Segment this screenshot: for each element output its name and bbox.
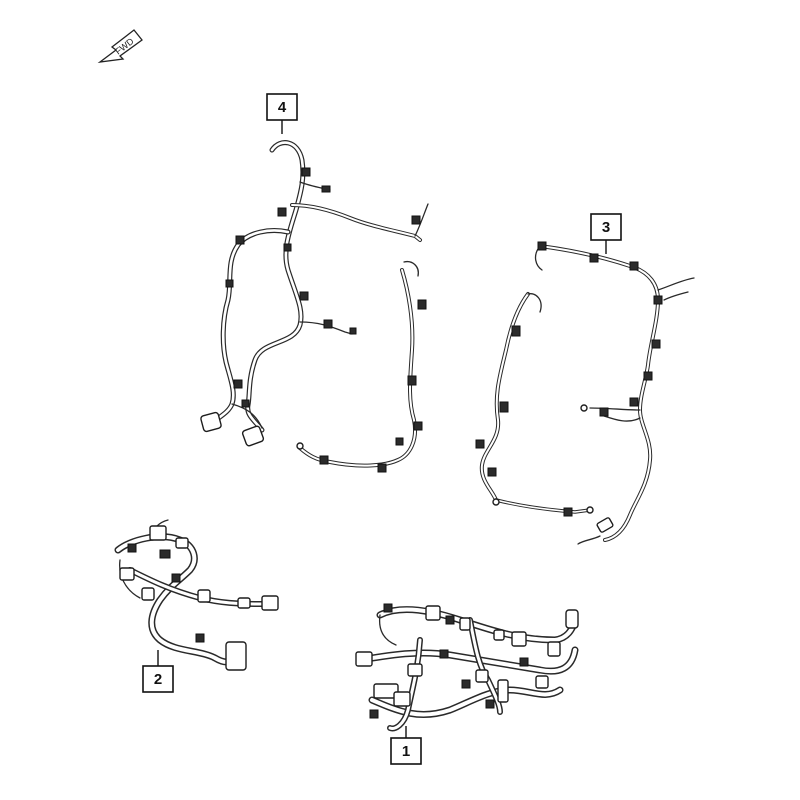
callout-2: 2 (142, 650, 174, 693)
callout-1: 1 (390, 726, 422, 765)
callout-4: 4 (266, 93, 298, 134)
harness-1 (355, 603, 579, 732)
callout-4-label: 4 (278, 99, 287, 116)
harness-2 (114, 519, 279, 671)
callout-3-label: 3 (602, 219, 610, 236)
callout-2-label: 2 (154, 671, 162, 688)
callout-1-label: 1 (402, 743, 410, 760)
callout-3: 3 (590, 213, 622, 254)
fwd-arrow-icon: FWD (97, 29, 143, 63)
harness-4 (200, 140, 429, 473)
harness-3 (475, 241, 695, 545)
